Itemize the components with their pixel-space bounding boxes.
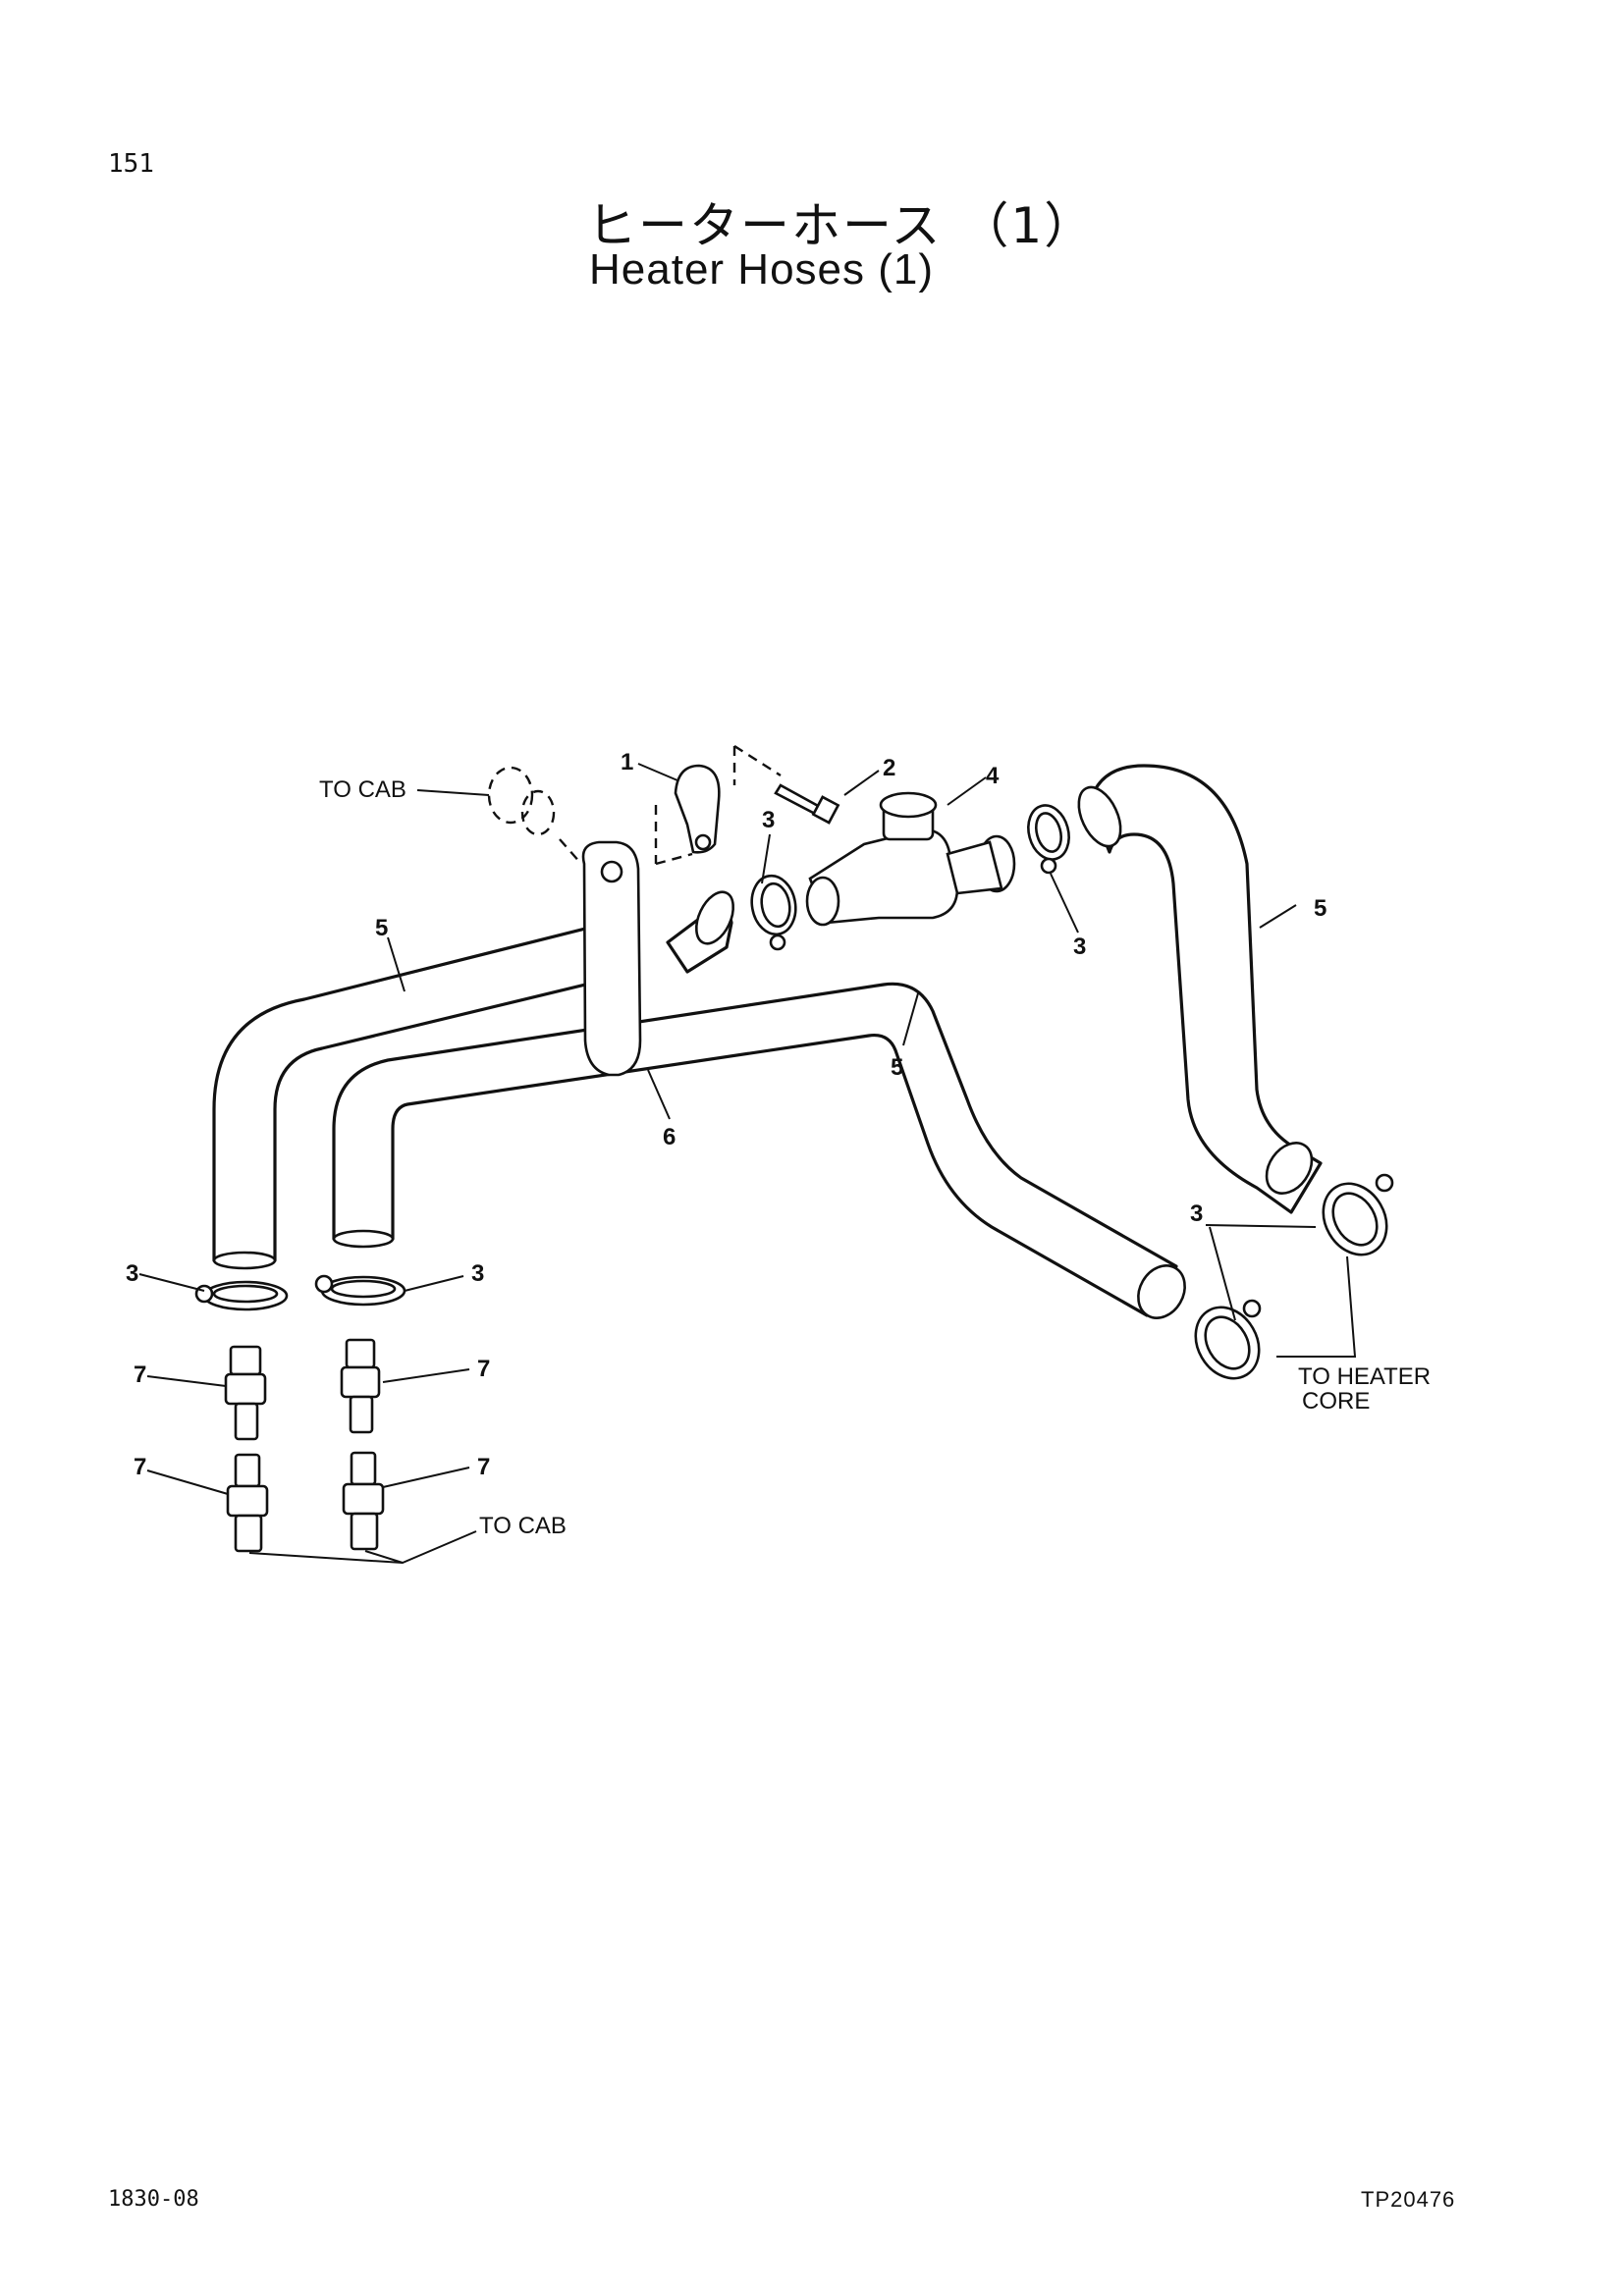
page-number: 151 (108, 149, 154, 179)
label-to-cab-bottom: TO CAB (479, 1513, 567, 1539)
callout-item-5-middle: 5 (891, 1054, 903, 1081)
hose-left-rear-end (332, 1229, 395, 1249)
hose-middle-end (1137, 1264, 1186, 1319)
label-to-heater-core-line1: TO HEATER (1298, 1363, 1431, 1390)
footer-catalog-code: 1830-08 (108, 2187, 199, 2212)
connector-left-lower (226, 1453, 269, 1553)
connector-right-upper (340, 1338, 381, 1434)
hose-left-front-end (212, 1251, 277, 1270)
bracket-bolt-hole (600, 860, 623, 883)
callout-item-6: 6 (663, 1124, 676, 1150)
page-title-japanese: ヒーターホース （1） (587, 197, 1096, 254)
callout-item-2: 2 (883, 755, 895, 781)
callout-item-3-left-rear: 3 (471, 1260, 484, 1287)
callout-item-4: 4 (986, 763, 1000, 789)
callout-item-5-left: 5 (375, 915, 388, 941)
to-cab-dashed-fitting (487, 766, 582, 865)
footer-drawing-number: TP20476 (1361, 2187, 1456, 2212)
hose-right-bottom-end (1265, 1142, 1314, 1195)
connector-right-lower (342, 1451, 385, 1551)
hose-clamp-left-front (194, 1280, 289, 1311)
hose-clamp-right (1322, 1173, 1394, 1256)
hose-clamp-left-rear (314, 1274, 406, 1307)
rubber-clip (654, 764, 721, 866)
label-to-cab-top: TO CAB (319, 776, 406, 803)
callout-item-3-heater-core: 3 (1190, 1201, 1203, 1227)
hose-right-top-end (1077, 785, 1122, 848)
page-title-english: Heater Hoses (1) (589, 245, 935, 294)
bolt (732, 744, 840, 825)
callout-item-3-upper-left: 3 (762, 807, 775, 833)
callout-item-7-right-lower: 7 (477, 1454, 490, 1480)
callout-item-3-left-front: 3 (126, 1260, 138, 1287)
tee-fitting (805, 791, 1016, 927)
hose-left-rear (332, 982, 1178, 1317)
hose-clamp-upper-left (750, 874, 797, 951)
hose-clamp-middle (1194, 1299, 1262, 1380)
label-to-heater-core-line2: CORE (1302, 1388, 1370, 1415)
callout-item-5-right: 5 (1314, 895, 1326, 922)
callout-item-3-upper-right: 3 (1073, 934, 1086, 960)
callout-item-7-left-lower: 7 (134, 1454, 146, 1480)
hose-clamp-upper-right (1027, 804, 1070, 875)
leader-lines (138, 763, 1357, 1565)
callout-item-1: 1 (621, 749, 633, 775)
callout-item-7-left-upper: 7 (134, 1362, 146, 1388)
hose-left-front (212, 916, 640, 1262)
hose-bracket (581, 840, 642, 1077)
callout-item-7-right-upper: 7 (477, 1356, 490, 1382)
connector-left-upper (224, 1345, 267, 1441)
